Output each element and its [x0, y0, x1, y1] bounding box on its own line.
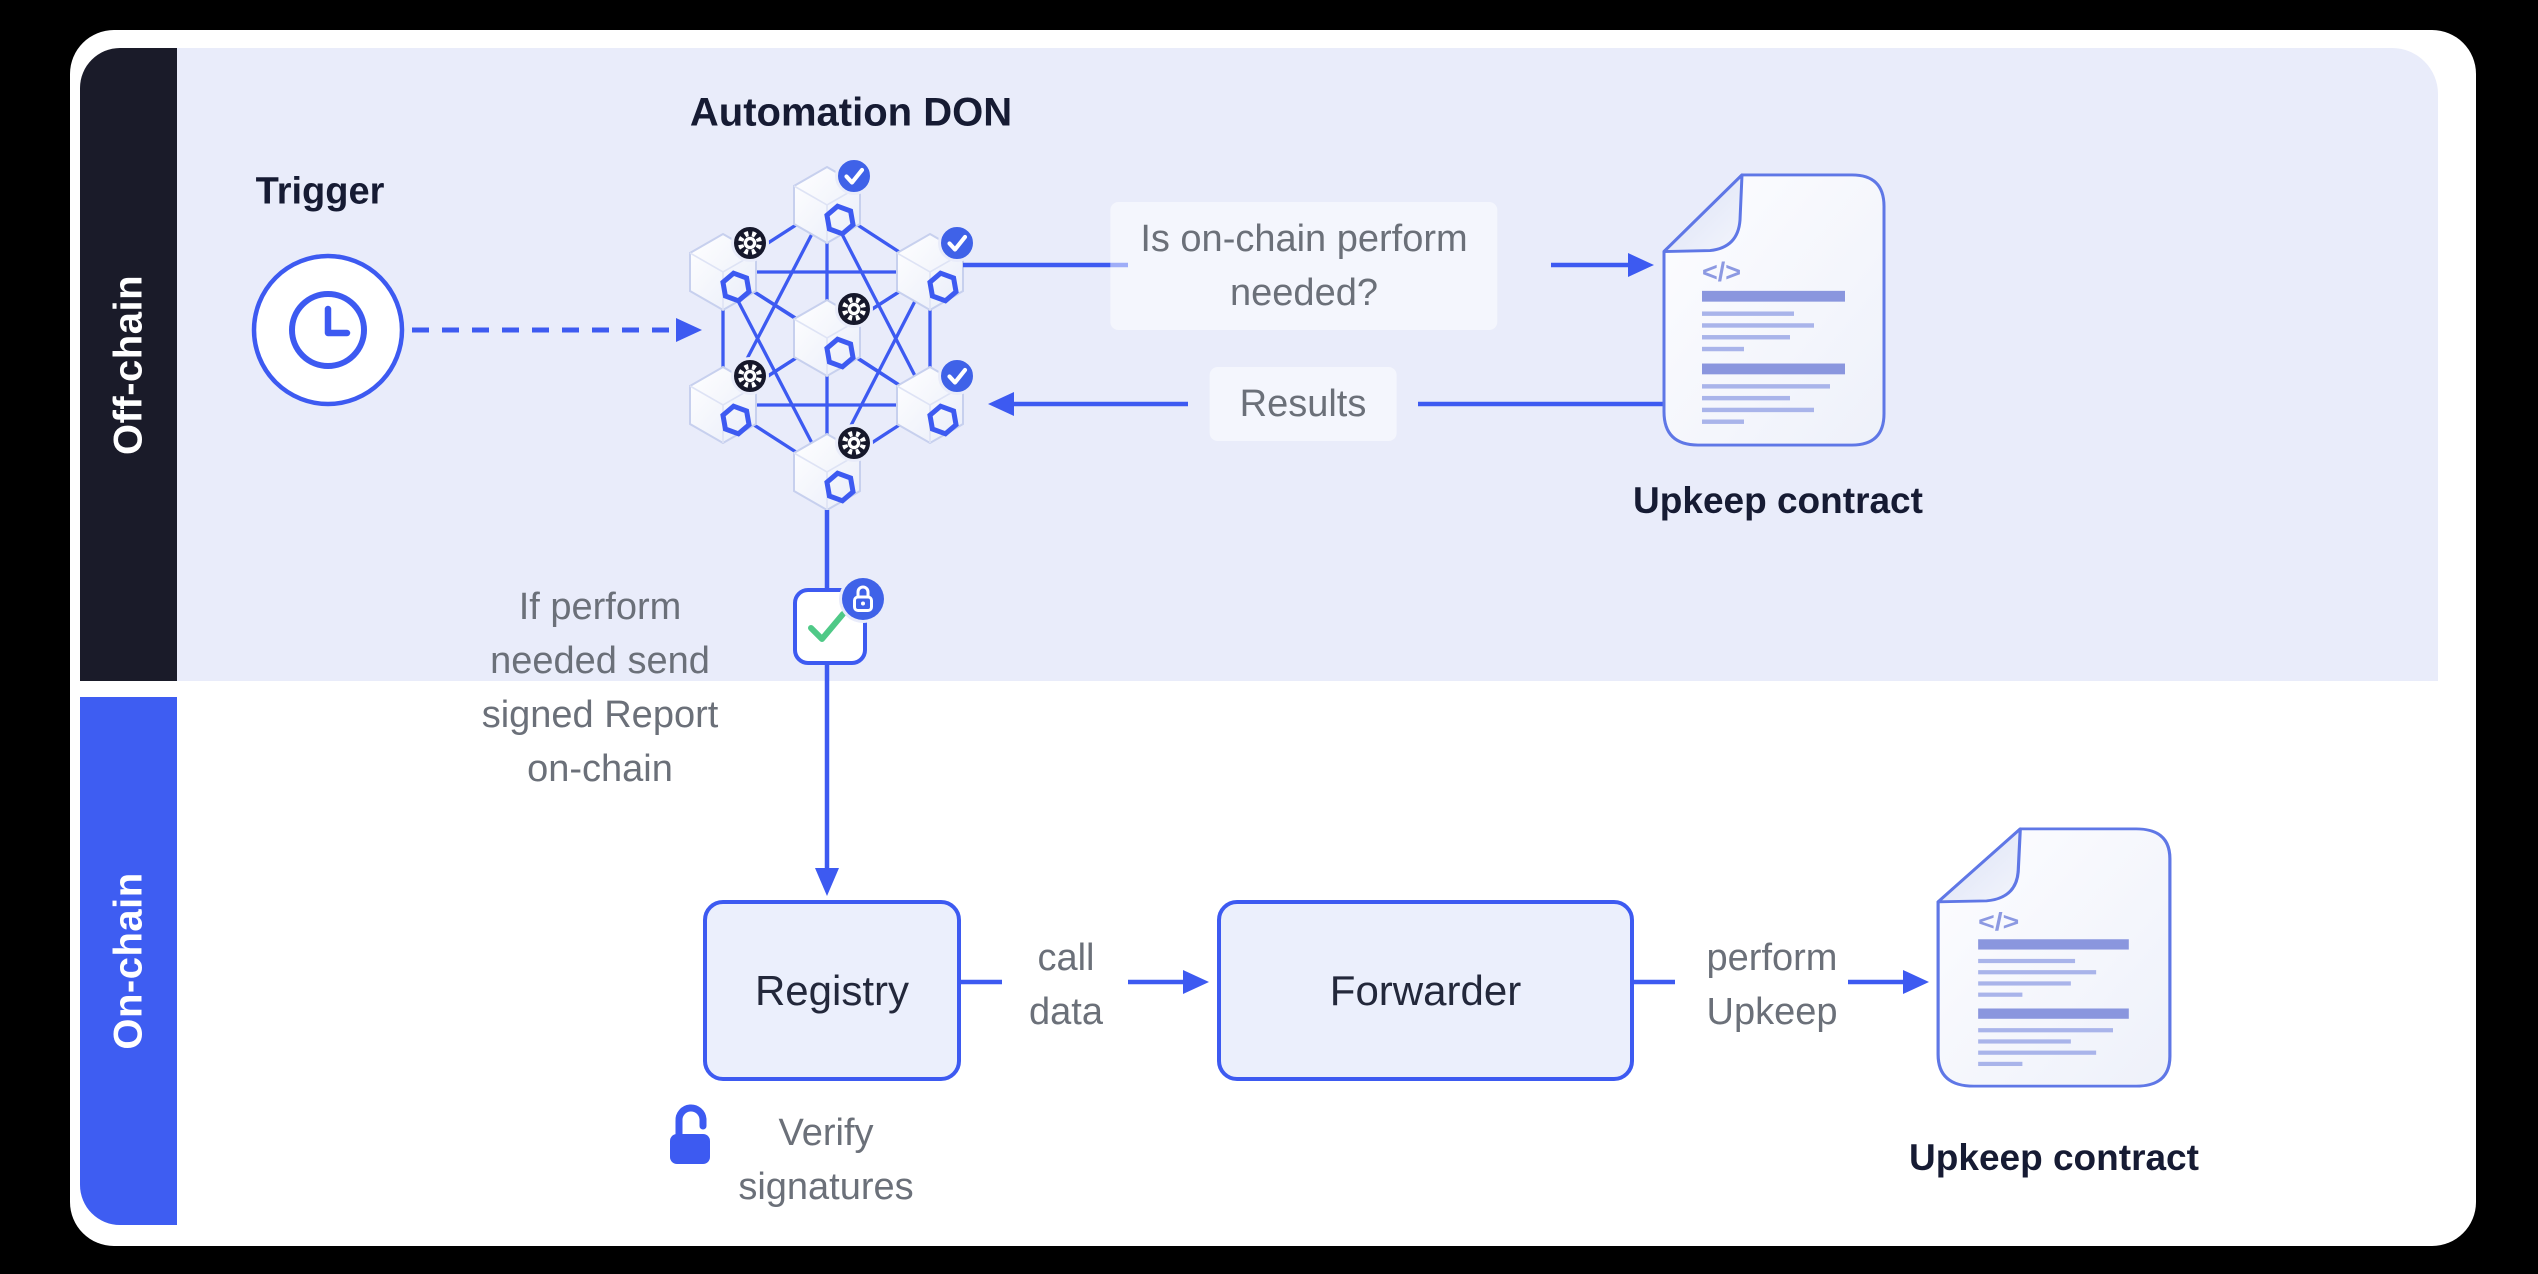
onchain-label: On-chain: [106, 872, 150, 1050]
results-label: Results: [1209, 367, 1397, 441]
don-title: Automation DON: [689, 90, 1013, 135]
forwarder-box: Forwarder: [1217, 900, 1634, 1081]
perform-upkeep-label: perform Upkeep: [1706, 937, 1838, 1033]
onchain-sidebar: On-chain: [80, 697, 177, 1225]
trigger-label: Trigger: [255, 170, 385, 213]
question-label: Is on-chain perform needed?: [1110, 202, 1498, 330]
offchain-sidebar: Off-chain: [80, 48, 177, 681]
offchain-label: Off-chain: [106, 274, 150, 455]
signed-report-box: [793, 578, 884, 665]
lock-badge-icon: [842, 578, 884, 620]
registry-box: Registry: [703, 900, 961, 1081]
code-icon: </>: [1702, 257, 1741, 287]
verify-signatures-label: Verify signatures: [738, 1112, 914, 1208]
forwarder-label: Forwarder: [1329, 966, 1522, 1014]
registry-label: Registry: [754, 966, 910, 1014]
check-icon: [808, 611, 846, 642]
report-note: If perform needed send signed Report on-…: [481, 586, 719, 790]
offchain-section-background: [177, 48, 2438, 681]
upkeep-contract-label: Upkeep contract: [1633, 480, 1923, 521]
call-data-label: call data: [1029, 937, 1103, 1033]
upkeep-contract-label: Upkeep contract: [1909, 1137, 2199, 1178]
upkeep-contract-icon: </>: [1662, 173, 1886, 447]
upkeep-contract-icon: </>: [1936, 827, 2172, 1088]
code-icon: </>: [1978, 907, 2019, 935]
